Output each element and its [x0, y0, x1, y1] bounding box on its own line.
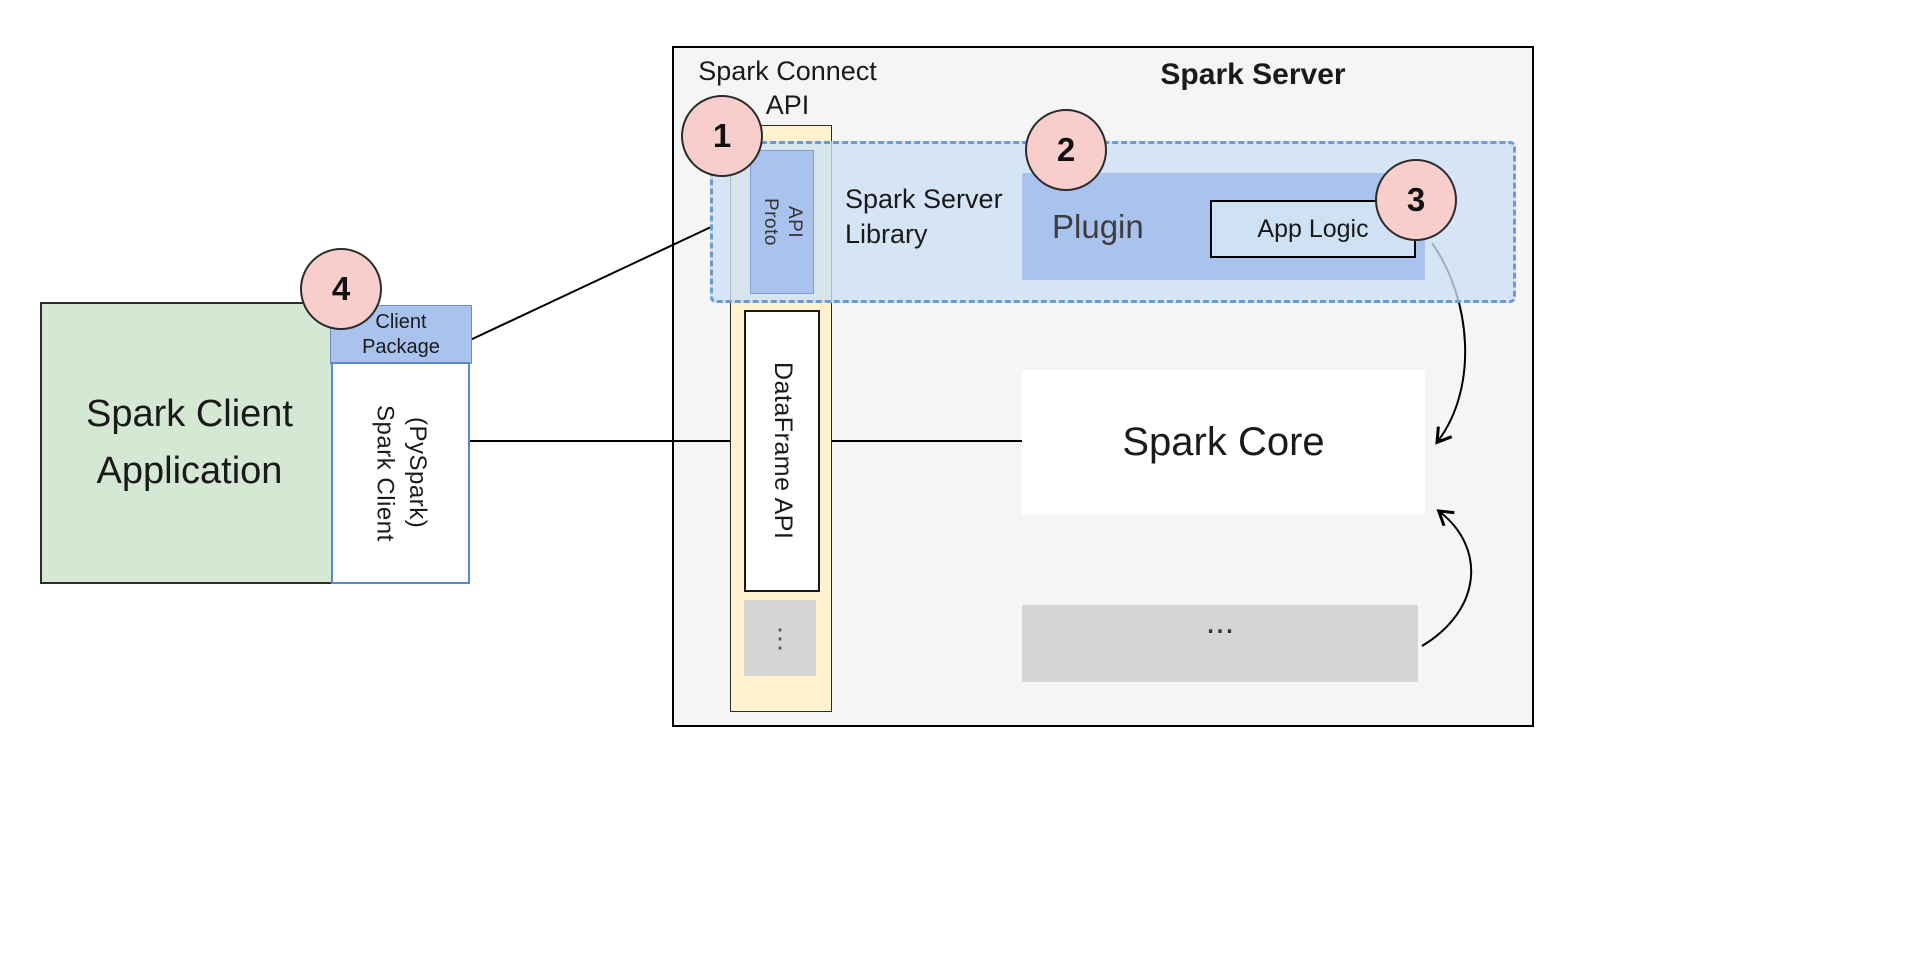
step-badge-1-label: 1: [712, 117, 732, 154]
spark-core-label: Spark Core: [1122, 420, 1325, 464]
app-logic-label: App Logic: [1257, 214, 1369, 243]
spark-connect-api-label: Spark Connect API: [698, 56, 877, 120]
api-column-ellipsis: ⋮: [767, 622, 793, 653]
spark-client-application-label: Spark Client Application: [86, 393, 293, 492]
server-ellipsis-box: ...: [1022, 605, 1418, 682]
proto-api-label: Proto API: [760, 198, 805, 246]
step-badge-2-label: 2: [1056, 131, 1076, 168]
api-column-ellipsis-box: ⋮: [744, 600, 816, 676]
plugin-label: Plugin: [1052, 207, 1144, 245]
client-package-label: Client Package: [362, 310, 440, 358]
server-ellipsis-label: ...: [1205, 603, 1235, 641]
step-badge-3-label: 3: [1406, 181, 1426, 218]
spark-client-application-box: Spark Client Application: [40, 302, 339, 584]
dataframe-api-box: DataFrame API: [744, 310, 820, 592]
spark-client-label: Spark Client (PySpark): [371, 404, 431, 542]
spark-client-box: Spark Client (PySpark): [331, 362, 470, 584]
spark-server-title: Spark Server: [1160, 58, 1346, 91]
step-badge-2: 2: [1025, 109, 1107, 191]
step-badge-1: 1: [681, 95, 763, 177]
client-package-to-proto-api-connector: [467, 226, 712, 342]
ellipsis-to-spark-core-arrow: [1421, 509, 1473, 647]
spark-server-library-label: Spark Server Library: [845, 184, 1003, 250]
proto-api-box: Proto API: [750, 150, 814, 294]
step-badge-4-label: 4: [331, 270, 351, 307]
step-badge-3: 3: [1375, 159, 1457, 241]
spark-core-box: Spark Core: [1022, 370, 1425, 515]
dataframe-api-label: DataFrame API: [768, 362, 797, 540]
step-badge-4: 4: [300, 248, 382, 330]
